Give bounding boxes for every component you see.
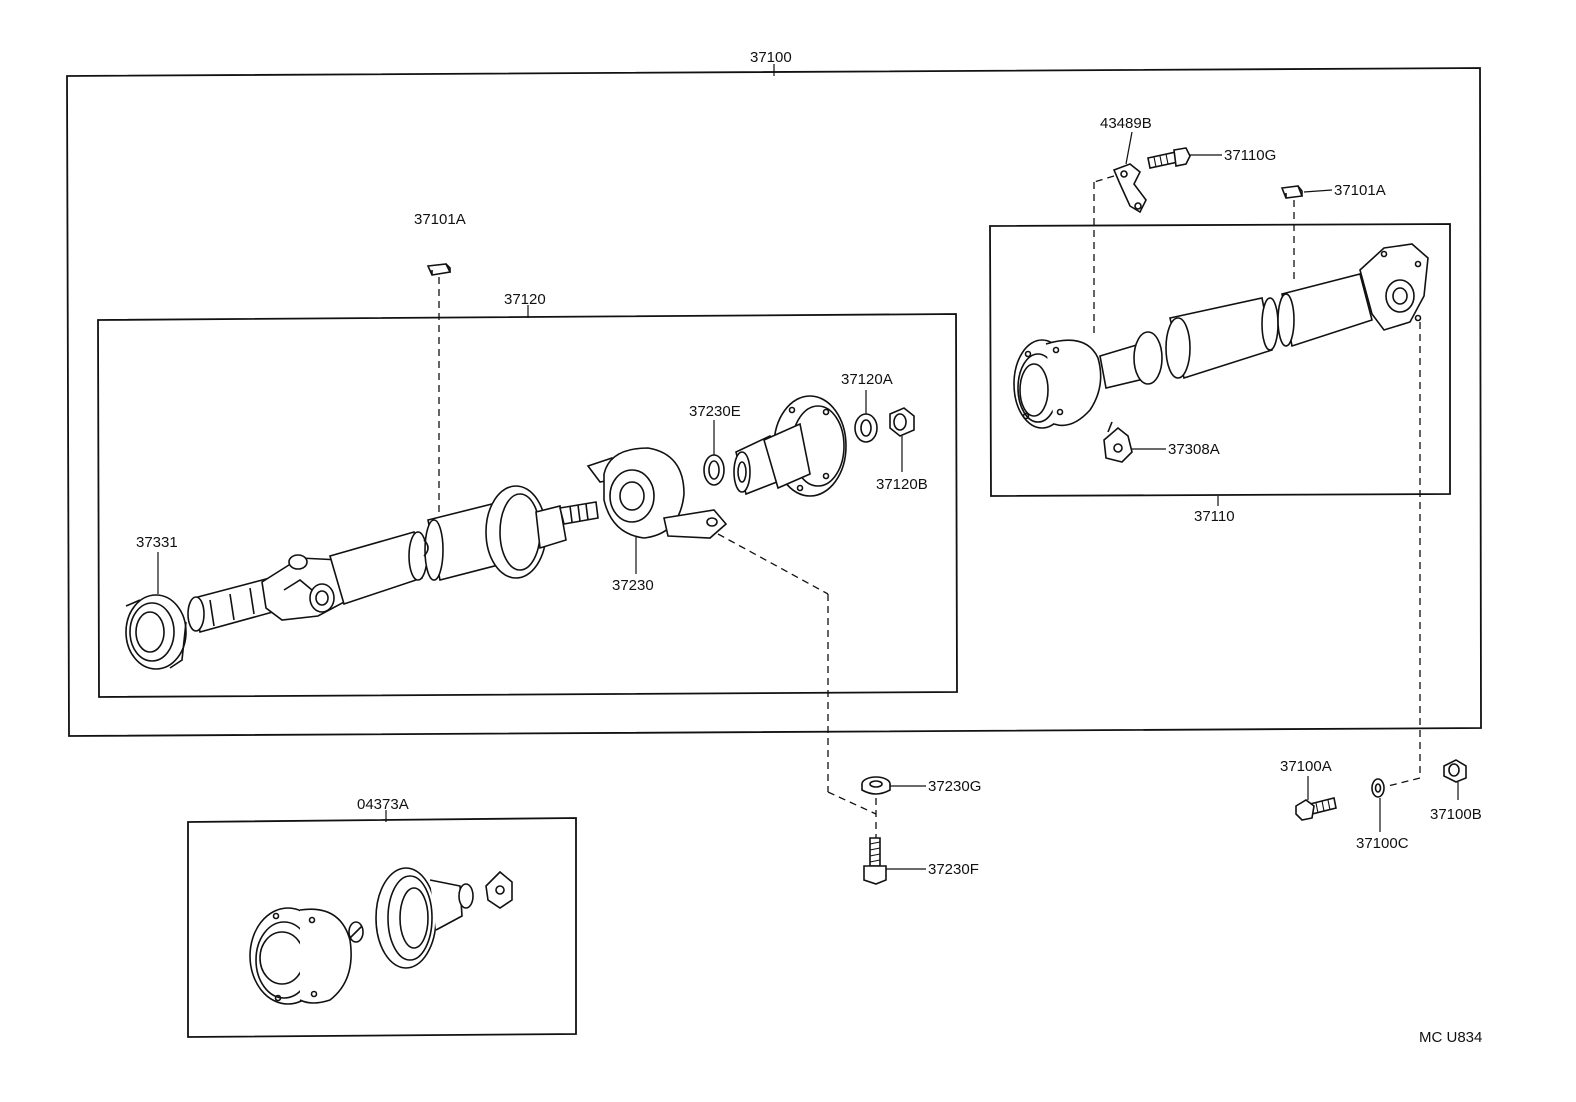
label-37331[interactable]: 37331 bbox=[136, 534, 178, 551]
nut-37100B[interactable] bbox=[1443, 759, 1467, 783]
washer-37100C[interactable] bbox=[1371, 778, 1385, 798]
front-flange-yoke[interactable] bbox=[1359, 243, 1429, 331]
companion-flange[interactable] bbox=[733, 395, 847, 497]
bolt-37110G[interactable] bbox=[1147, 147, 1191, 169]
bearing-block-rear[interactable] bbox=[426, 263, 452, 276]
joint-kit-boot[interactable] bbox=[375, 867, 474, 969]
assembly-box bbox=[66, 67, 1482, 737]
washer-37120A[interactable] bbox=[854, 413, 878, 443]
joint-kit-clip[interactable] bbox=[485, 870, 513, 909]
label-37230E[interactable]: 37230E bbox=[689, 403, 741, 420]
joint-kit-snap-ring[interactable] bbox=[348, 921, 364, 943]
bolt-37230F[interactable] bbox=[863, 837, 887, 885]
label-37100[interactable]: 37100 bbox=[750, 49, 792, 66]
label-04373A[interactable]: 04373A bbox=[357, 796, 409, 813]
diagram-code: MC U834 bbox=[1419, 1029, 1482, 1046]
label-37120A[interactable]: 37120A bbox=[841, 371, 893, 388]
label-37110[interactable]: 37110 bbox=[1194, 508, 1235, 525]
rear-shaft-box bbox=[97, 313, 958, 698]
label-37120B[interactable]: 37120B bbox=[876, 476, 928, 493]
universal-joint-rear[interactable] bbox=[261, 554, 349, 621]
label-37110G[interactable]: 37110G bbox=[1224, 147, 1276, 164]
label-37230[interactable]: 37230 bbox=[612, 577, 654, 594]
rear-shaft-tube[interactable] bbox=[329, 501, 511, 606]
rear-shaft-flange[interactable] bbox=[485, 485, 599, 579]
label-37100C[interactable]: 37100C bbox=[1356, 835, 1409, 852]
snap-ring-37230E[interactable] bbox=[703, 454, 725, 486]
front-shaft-box bbox=[989, 223, 1451, 497]
rear-slip-yoke[interactable] bbox=[187, 577, 282, 634]
label-37101A-front[interactable]: 37101A bbox=[1334, 182, 1386, 199]
clip-37308A[interactable] bbox=[1103, 421, 1133, 463]
label-37100A[interactable]: 37100A bbox=[1280, 758, 1332, 775]
lock-plate-43489B[interactable] bbox=[1112, 163, 1147, 214]
label-37120[interactable]: 37120 bbox=[504, 291, 546, 308]
label-43489B[interactable]: 43489B bbox=[1100, 115, 1152, 132]
label-37230G[interactable]: 37230G bbox=[928, 778, 981, 795]
joint-kit-box bbox=[187, 817, 577, 1038]
front-shaft-tube[interactable] bbox=[1099, 273, 1373, 389]
nut-37120B[interactable] bbox=[889, 407, 915, 437]
label-37100B[interactable]: 37100B bbox=[1430, 806, 1482, 823]
seal-37331[interactable] bbox=[125, 594, 187, 670]
washer-37230G[interactable] bbox=[861, 776, 891, 795]
front-cv-joint[interactable] bbox=[1013, 339, 1102, 429]
label-37101A-rear[interactable]: 37101A bbox=[414, 211, 466, 228]
joint-kit-cv-housing[interactable] bbox=[249, 907, 352, 1005]
center-support-bearing[interactable] bbox=[586, 447, 728, 539]
bearing-block-front[interactable] bbox=[1280, 185, 1304, 199]
bolt-37100A[interactable] bbox=[1295, 797, 1337, 821]
label-37308A[interactable]: 37308A bbox=[1168, 441, 1220, 458]
label-37230F[interactable]: 37230F bbox=[928, 861, 979, 878]
